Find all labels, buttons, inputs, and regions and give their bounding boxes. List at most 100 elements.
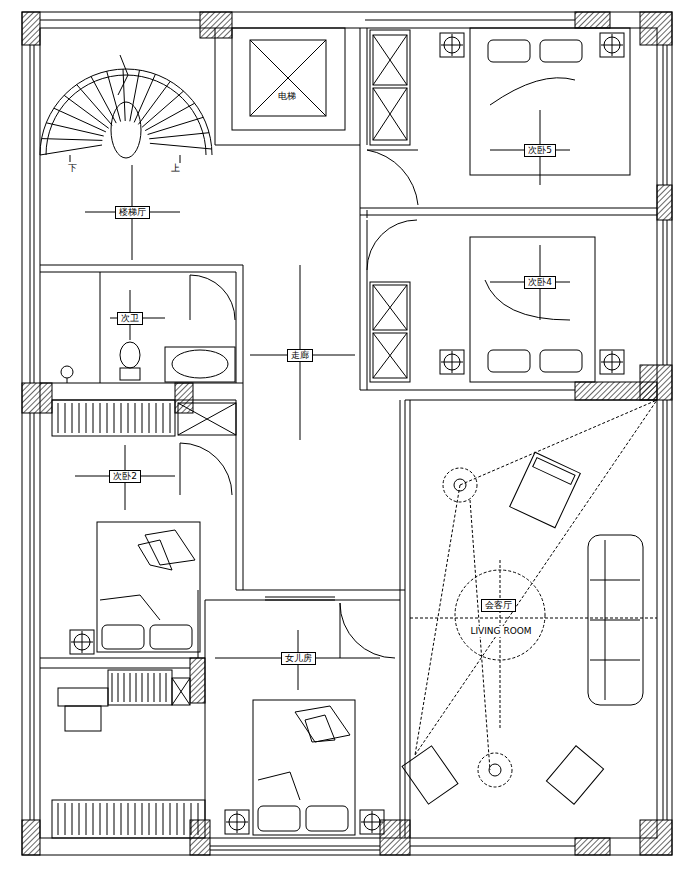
- nightstand: [440, 350, 464, 374]
- hanger: [136, 673, 137, 702]
- hanger: [156, 403, 157, 433]
- room-label: 次卧5: [524, 144, 556, 157]
- hanger: [130, 673, 131, 702]
- room-label: 次卧2: [109, 470, 141, 483]
- outer-wall: [22, 12, 672, 855]
- hanger: [135, 803, 136, 835]
- hanger: [149, 803, 150, 835]
- hanger: [177, 803, 178, 835]
- hanger: [163, 803, 164, 835]
- plan-label: 下: [67, 163, 78, 174]
- hanger: [135, 403, 136, 433]
- hanger: [112, 673, 113, 702]
- plan-label: LIVING ROOM: [469, 626, 532, 637]
- stair-tread: [123, 69, 125, 121]
- stair-tread: [142, 91, 183, 127]
- bed-room2: [97, 522, 200, 652]
- hanger: [148, 673, 149, 702]
- window-lines: [30, 20, 667, 850]
- bed-second: [470, 237, 595, 382]
- stair-tread: [148, 117, 204, 134]
- hanger: [114, 803, 115, 835]
- hanger: [121, 403, 122, 433]
- room-label: 会客厅: [481, 599, 516, 612]
- interior-walls: [40, 28, 657, 838]
- nightstand: [225, 810, 249, 834]
- stair-tread: [42, 139, 103, 141]
- doors: [180, 150, 418, 658]
- lamp-cross: [612, 34, 613, 56]
- stair-tread: [40, 145, 102, 155]
- hanger: [107, 403, 108, 433]
- living-room-solid: [402, 452, 643, 804]
- hanger: [100, 403, 101, 433]
- stair-tread: [149, 133, 209, 139]
- lamp-cross: [452, 34, 453, 56]
- lamp-cross: [452, 351, 453, 373]
- bed-top: [470, 28, 630, 175]
- hanger: [58, 803, 59, 835]
- hanger: [79, 403, 80, 433]
- hanger: [124, 673, 125, 702]
- lamp-cross: [82, 631, 83, 653]
- axis-lines: [75, 110, 570, 690]
- hanger: [166, 673, 167, 702]
- hanger: [58, 403, 59, 433]
- hanger: [128, 803, 129, 835]
- hanger: [107, 803, 108, 835]
- room-label: 楼梯厅: [115, 206, 150, 219]
- hanger: [93, 403, 94, 433]
- hanger: [149, 403, 150, 433]
- hanger: [65, 803, 66, 835]
- wardrobes: [52, 30, 410, 838]
- hanger: [170, 803, 171, 835]
- bathroom-fixtures: [61, 342, 235, 383]
- hanger: [65, 403, 66, 433]
- inner-wall: [40, 28, 657, 838]
- room-label: 次卧4: [524, 276, 556, 289]
- hanger: [128, 403, 129, 433]
- hanger-lines: [58, 403, 198, 835]
- lamp-cross: [612, 351, 613, 373]
- plan-label: 电梯: [277, 91, 297, 102]
- nightstand: [70, 630, 94, 654]
- stair-tread: [107, 71, 121, 121]
- hanger: [156, 803, 157, 835]
- hanger: [121, 803, 122, 835]
- hanger: [114, 403, 115, 433]
- hanger: [184, 803, 185, 835]
- hanger: [86, 403, 87, 433]
- lamp-cross: [237, 811, 238, 833]
- hanger: [93, 803, 94, 835]
- hanger: [170, 403, 171, 433]
- stair-tread: [145, 103, 195, 130]
- hanger: [72, 403, 73, 433]
- room-label: 女儿房: [281, 652, 316, 665]
- lamp-cross: [372, 811, 373, 833]
- stair-tread: [91, 76, 116, 123]
- hanger: [86, 803, 87, 835]
- nightstand: [440, 33, 464, 57]
- hanger: [142, 803, 143, 835]
- plan-label: 上: [170, 163, 181, 174]
- hanger: [100, 803, 101, 835]
- living-room-furniture: [410, 400, 657, 787]
- stair-tread: [150, 143, 212, 149]
- hanger: [191, 803, 192, 835]
- elevator: [232, 28, 345, 130]
- spiral-stair: [40, 55, 212, 172]
- hanger: [118, 673, 119, 702]
- nightstands: [70, 33, 624, 834]
- nightstand: [600, 350, 624, 374]
- stair-tread: [46, 123, 103, 136]
- hanger: [198, 803, 199, 835]
- desk: [58, 688, 108, 731]
- hanger: [154, 673, 155, 702]
- hanger: [142, 403, 143, 433]
- hanger: [72, 803, 73, 835]
- stair-tread: [138, 81, 170, 124]
- stair-tread: [64, 95, 109, 128]
- columns: [22, 12, 672, 855]
